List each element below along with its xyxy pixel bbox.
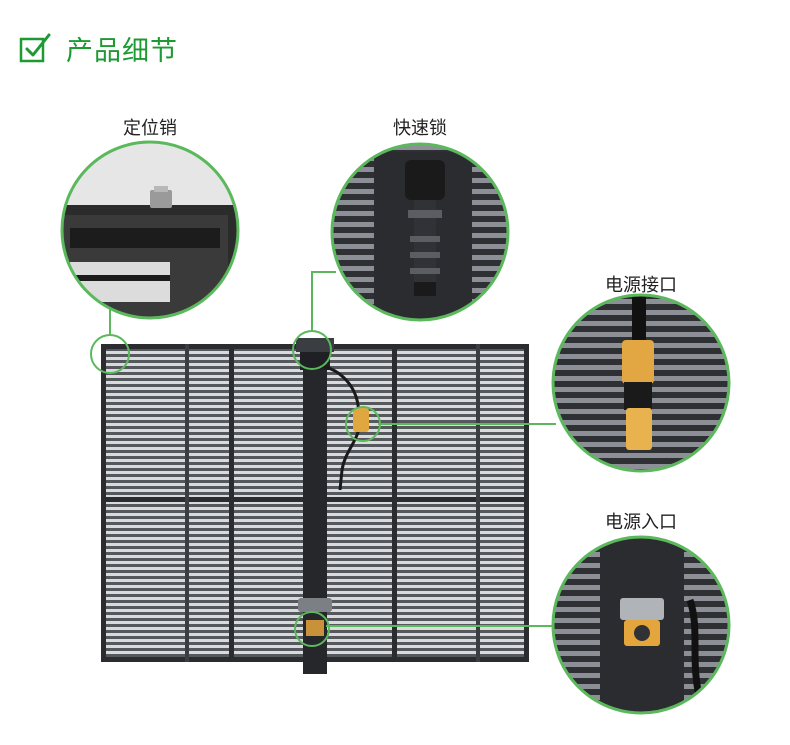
label-power-connector: 电源接口	[605, 275, 677, 296]
detail-quick-lock	[330, 142, 510, 322]
header: 产品细节	[18, 28, 178, 68]
detail-locating-pin	[60, 140, 240, 320]
label-locating-pin: 定位销	[123, 118, 177, 139]
detail-power-connector	[551, 293, 731, 473]
label-power-inlet: 电源入口	[605, 512, 677, 533]
checkbox-check-icon	[19, 33, 51, 63]
led-panel	[101, 338, 529, 674]
highlight-markers	[90, 330, 381, 647]
callout-lines	[109, 271, 556, 627]
page-title: 产品细节	[66, 35, 178, 67]
detail-power-inlet	[551, 535, 731, 715]
label-quick-lock: 快速锁	[393, 118, 447, 139]
